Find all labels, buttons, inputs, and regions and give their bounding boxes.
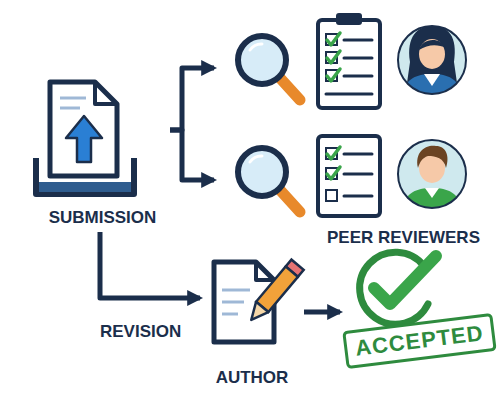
pencil-tip [245, 302, 268, 325]
document-fold [256, 262, 274, 280]
document-line [60, 97, 86, 100]
process-node: SUBMISSION [35, 78, 170, 230]
connector-path [100, 232, 200, 298]
check-mark [327, 33, 340, 45]
flow-arrow [304, 312, 340, 313]
flow-arrow [170, 68, 214, 180]
checklist-line [344, 173, 372, 176]
checklist-line [344, 195, 372, 198]
process-node: PEER REVIEWERS [214, 10, 486, 250]
avatar-ground [398, 140, 466, 208]
checklist-clipboard [318, 136, 380, 216]
upload-arrow [66, 116, 102, 162]
clipboard-board [318, 20, 380, 108]
author-icon [214, 260, 304, 342]
upload-tray [36, 158, 134, 194]
glass-shine [250, 156, 262, 162]
node-label: SUBMISSION [49, 208, 157, 228]
checklist-line [326, 93, 372, 96]
document-line [222, 289, 250, 292]
stamp-label: ACCEPTED [342, 313, 497, 370]
check-mark [327, 147, 340, 159]
magnifier-glass [238, 148, 286, 196]
glass-shine [250, 44, 262, 50]
checklist-clipboard [318, 13, 380, 108]
process-node: AUTHOR [200, 250, 304, 390]
tray-base [39, 182, 131, 192]
node-label: PEER REVIEWERS [327, 228, 480, 248]
pencil-body [256, 267, 298, 313]
checkbox [326, 190, 337, 201]
document-line [60, 107, 80, 110]
checklist-line [344, 39, 372, 42]
accepted-stamp: ACCEPTED [340, 246, 499, 380]
document-sheet [50, 82, 117, 176]
check-mark [327, 167, 340, 179]
pencil [245, 260, 304, 325]
reviewer-avatar [398, 26, 466, 98]
checklist-line [344, 75, 372, 78]
avatar-face [419, 39, 445, 69]
check-mark [327, 69, 340, 81]
avatar-hair [417, 146, 447, 168]
avatar-ring [398, 140, 466, 208]
reviewer-avatar [398, 140, 466, 212]
badge-check [374, 256, 436, 304]
checklist-line [344, 153, 372, 156]
node-label: AUTHOR [216, 368, 289, 388]
connector-path [170, 68, 214, 130]
checklist-line [344, 57, 372, 60]
flow-arrow [100, 232, 200, 298]
clipboard-board [318, 136, 380, 216]
avatar-ring [398, 26, 466, 94]
document-line [222, 313, 238, 316]
magnifier-icon [238, 36, 300, 100]
magnifier-icon [238, 148, 300, 212]
edge-label: REVISION [98, 322, 183, 342]
magnifier-handle [280, 78, 300, 100]
document-line [222, 301, 244, 304]
connector-path [170, 130, 214, 180]
document-fold [95, 82, 117, 104]
magnifier-glass [238, 36, 286, 84]
connector-path [304, 310, 340, 315]
clipboard-clip [336, 13, 362, 25]
avatar-fringe [419, 40, 446, 50]
magnifier-handle [280, 190, 300, 212]
avatar-ground [398, 26, 466, 94]
submission-icon [36, 82, 134, 194]
avatar-collar [424, 74, 440, 86]
avatar-collar [425, 188, 439, 198]
check-mark [327, 51, 340, 63]
